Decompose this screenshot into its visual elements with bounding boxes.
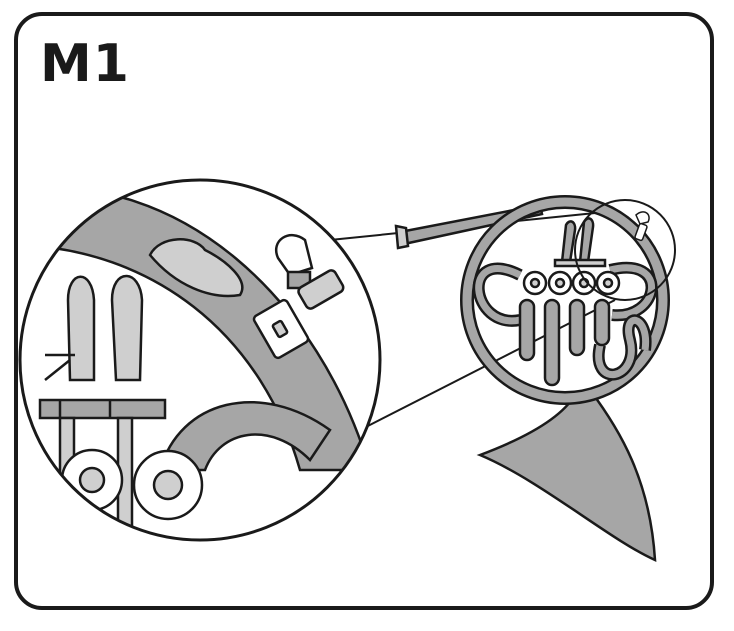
clip-on-microphone-icon xyxy=(252,233,345,360)
step-label: M1 xyxy=(40,34,130,94)
french-horn-icon xyxy=(394,195,670,562)
magnifier-callout-icon xyxy=(574,199,676,301)
zoom-detail xyxy=(18,178,382,542)
small-mic-icon xyxy=(634,211,650,242)
